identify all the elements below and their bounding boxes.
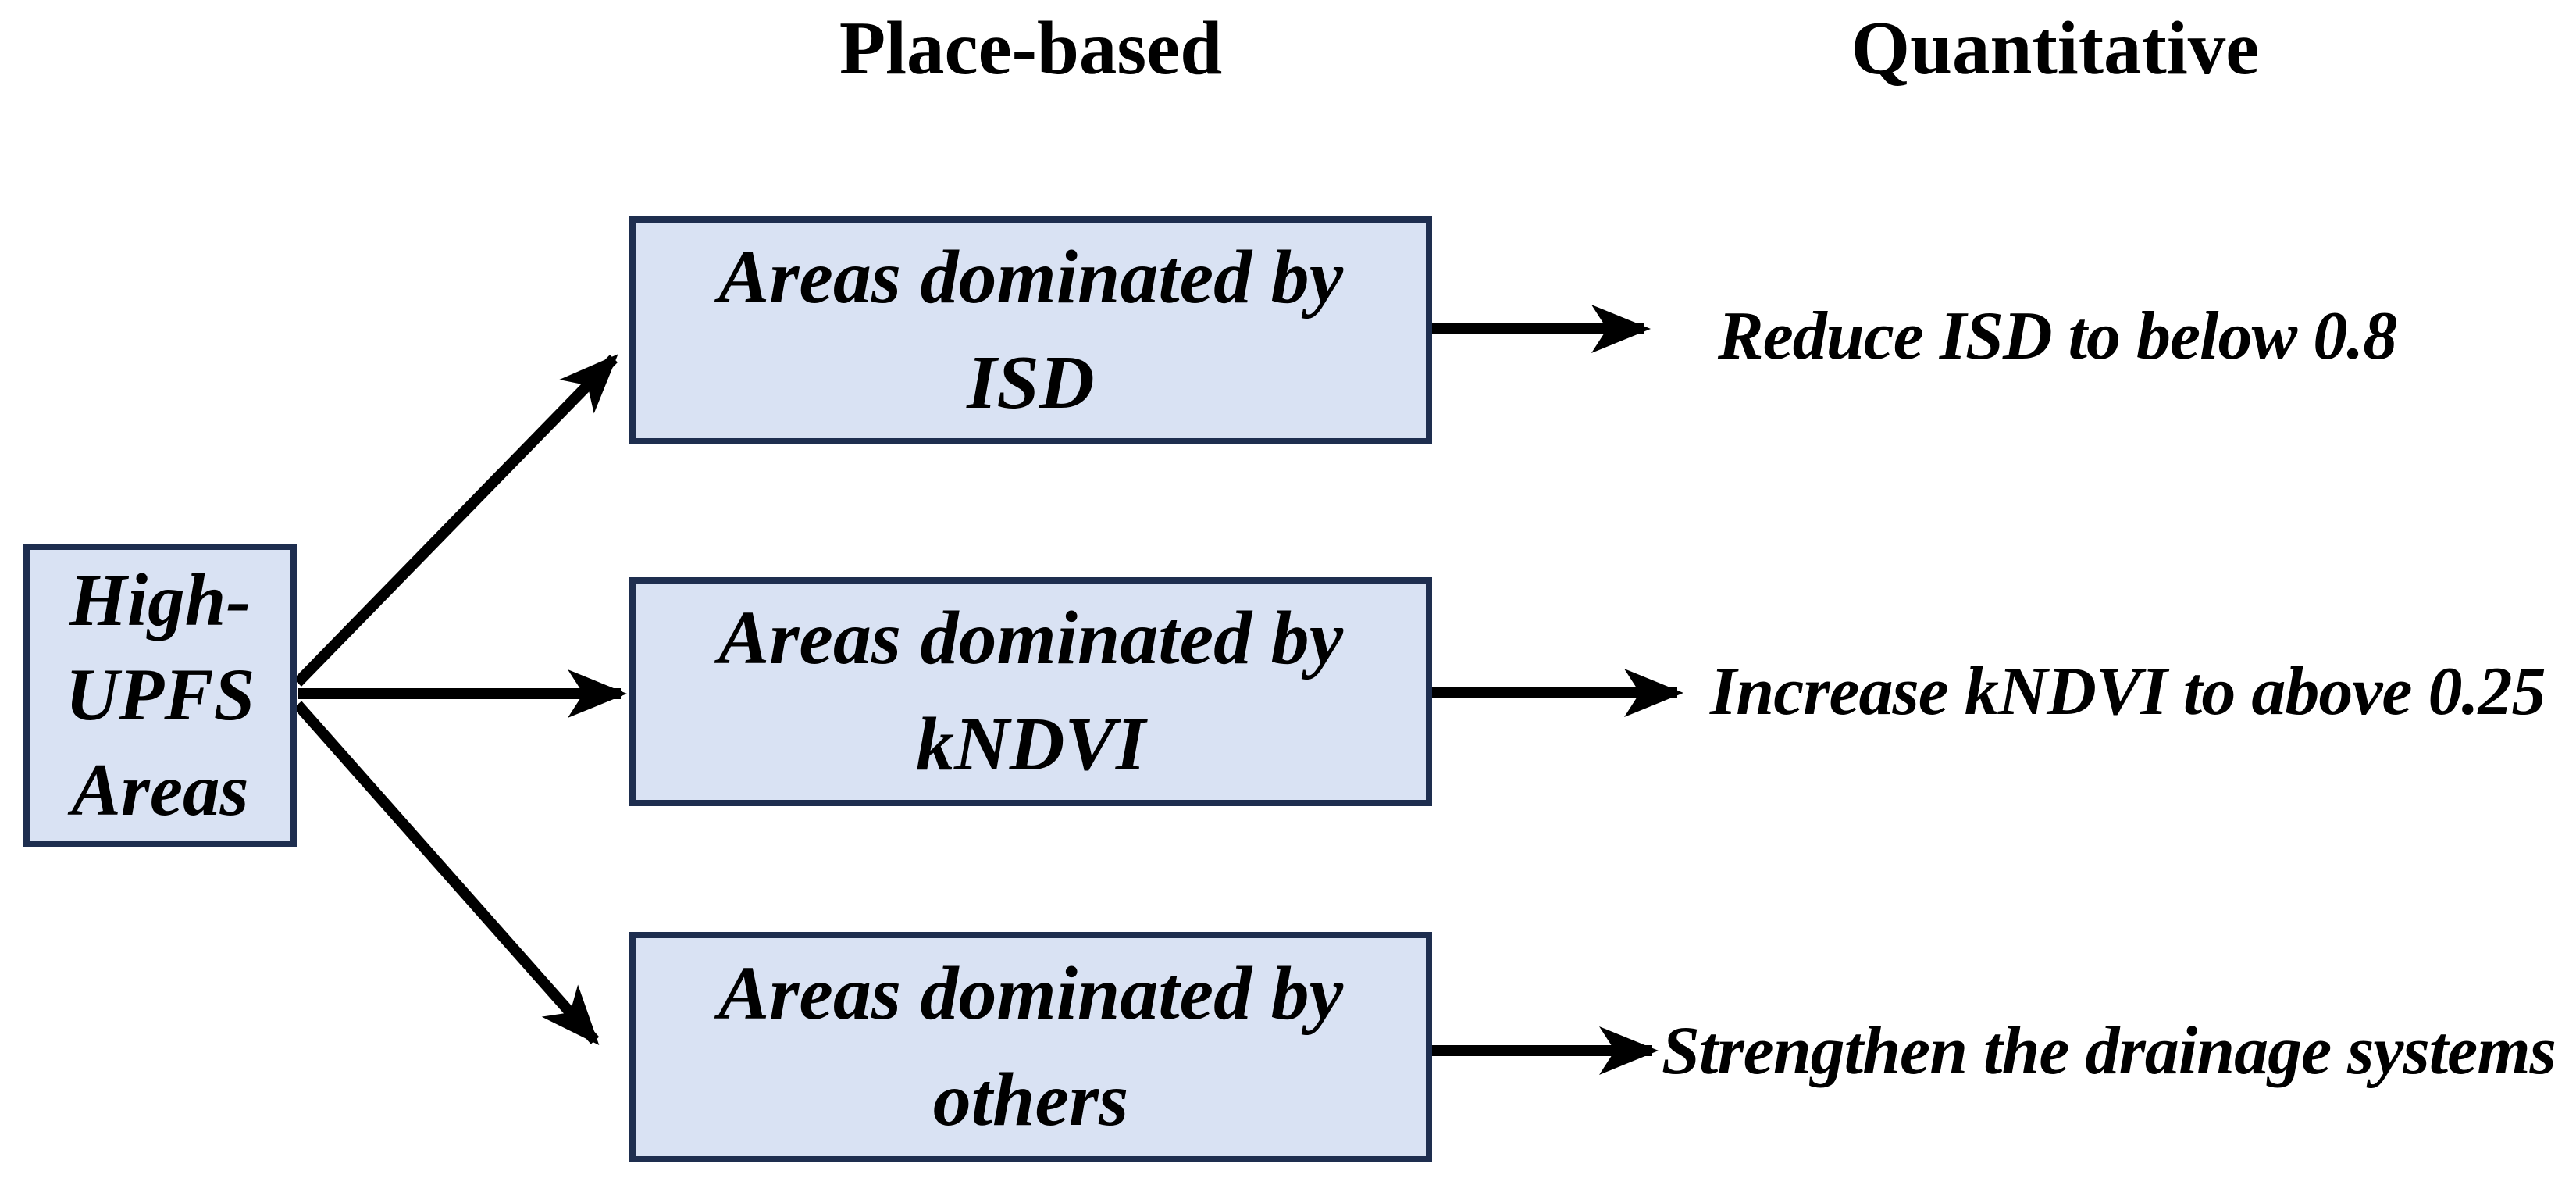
category-box-kndvi-line-1: Areas dominated by [718, 596, 1344, 681]
category-box-kndvi-line-2: kNDVI [915, 701, 1146, 787]
source-box-line-3: Areas [71, 748, 249, 831]
category-box-isd-line-1: Areas dominated by [718, 234, 1344, 319]
arrow-source-to-others-box [293, 701, 600, 1045]
category-box-others: Areas dominated by others [629, 932, 1432, 1162]
column-header-quantitative: Quantitative [1851, 6, 2260, 90]
action-text-increase-kndvi: Increase kNDVI to above 0.25 [1710, 653, 2546, 730]
arrow-source-to-isd-box [293, 354, 618, 687]
source-box-line-1: High- [69, 558, 251, 641]
category-box-others-line-2: others [932, 1057, 1129, 1142]
category-box-kndvi: Areas dominated by kNDVI [629, 577, 1432, 806]
category-box-isd: Areas dominated by ISD [629, 216, 1432, 444]
source-box-high-upfs-areas: High- UPFS Areas [23, 544, 297, 847]
column-header-place-based: Place-based [839, 6, 1223, 90]
source-box-line-2: UPFS [65, 653, 255, 737]
category-box-others-line-1: Areas dominated by [718, 951, 1344, 1037]
category-box-isd-line-2: ISD [967, 341, 1095, 425]
action-text-reduce-isd: Reduce ISD to below 0.8 [1718, 298, 2397, 374]
action-text-strengthen-drainage: Strengthen the drainage systems [1662, 1012, 2556, 1089]
